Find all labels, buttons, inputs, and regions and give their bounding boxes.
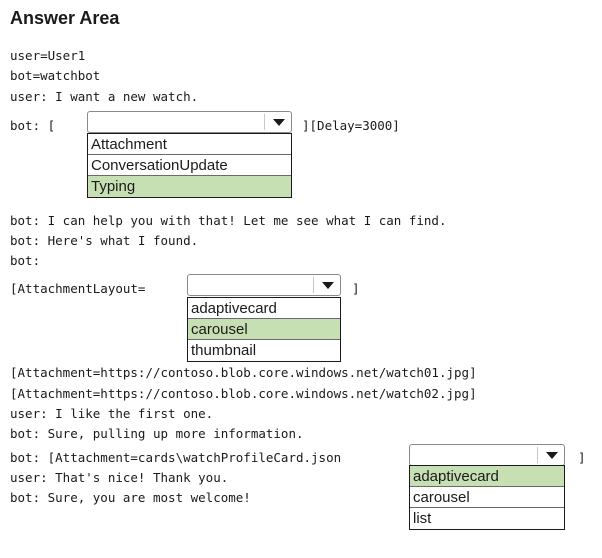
activity-type-dropdown[interactable] [87,111,292,133]
chevron-down-icon[interactable] [322,282,334,289]
option-adaptivecard[interactable]: adaptivecard [188,298,340,319]
code-line-attachment-1: [Attachment=https://contoso.blob.core.wi… [10,365,477,380]
dropdown-divider [264,114,265,130]
code-line-bot-help: bot: I can help you with that! Let me se… [10,213,447,228]
code-line-bot-card-prefix: bot: [Attachment=cards\watchProfileCard.… [10,450,342,465]
option-thumbnail[interactable]: thumbnail [191,342,257,359]
code-line-user-thanks: user: That's nice! Thank you. [10,470,229,485]
attachment-layout-dropdown[interactable] [187,274,341,296]
code-line-bot-welcome: bot: Sure, you are most welcome! [10,490,251,505]
code-line-user-like: user: I like the first one. [10,406,214,421]
option-attachment[interactable]: Attachment [88,134,291,155]
code-line-bot-activity-suffix: ][Delay=3000] [302,118,400,133]
code-line-bot-activity-prefix: bot: [ [10,118,56,133]
activity-type-options: Attachment ConversationUpdate Typing [87,133,292,198]
chevron-down-icon[interactable] [273,119,285,126]
code-line-user-request: user: I want a new watch. [10,89,199,104]
code-line-bot-found: bot: Here's what I found. [10,233,199,248]
option-carousel[interactable]: carousel [188,319,340,340]
code-line-bot-card-suffix: ] [578,450,586,465]
chevron-down-icon[interactable] [546,452,558,459]
code-line-bot-empty: bot: [10,253,41,268]
option-typing[interactable]: Typing [88,176,291,197]
dropdown-divider [313,277,314,293]
dropdown-divider [537,447,538,463]
code-line-attachment-2: [Attachment=https://contoso.blob.core.wi… [10,386,477,401]
code-line-user: user=User1 [10,48,86,63]
option-carousel[interactable]: carousel [410,487,564,508]
answer-area-title: Answer Area [10,8,120,28]
card-attachment-dropdown[interactable] [409,444,565,466]
option-conversationupdate[interactable]: ConversationUpdate [88,155,291,176]
code-line-layout-prefix: [AttachmentLayout= [10,281,146,296]
code-line-layout-suffix: ] [352,281,360,296]
option-adaptivecard[interactable]: adaptivecard [410,466,564,487]
card-attachment-options: adaptivecard carousel list [409,465,565,530]
code-line-bot: bot=watchbot [10,68,101,83]
option-list[interactable]: list [413,510,432,527]
attachment-layout-options: adaptivecard carousel thumbnail [187,297,341,362]
code-line-bot-pulling: bot: Sure, pulling up more information. [10,426,304,441]
